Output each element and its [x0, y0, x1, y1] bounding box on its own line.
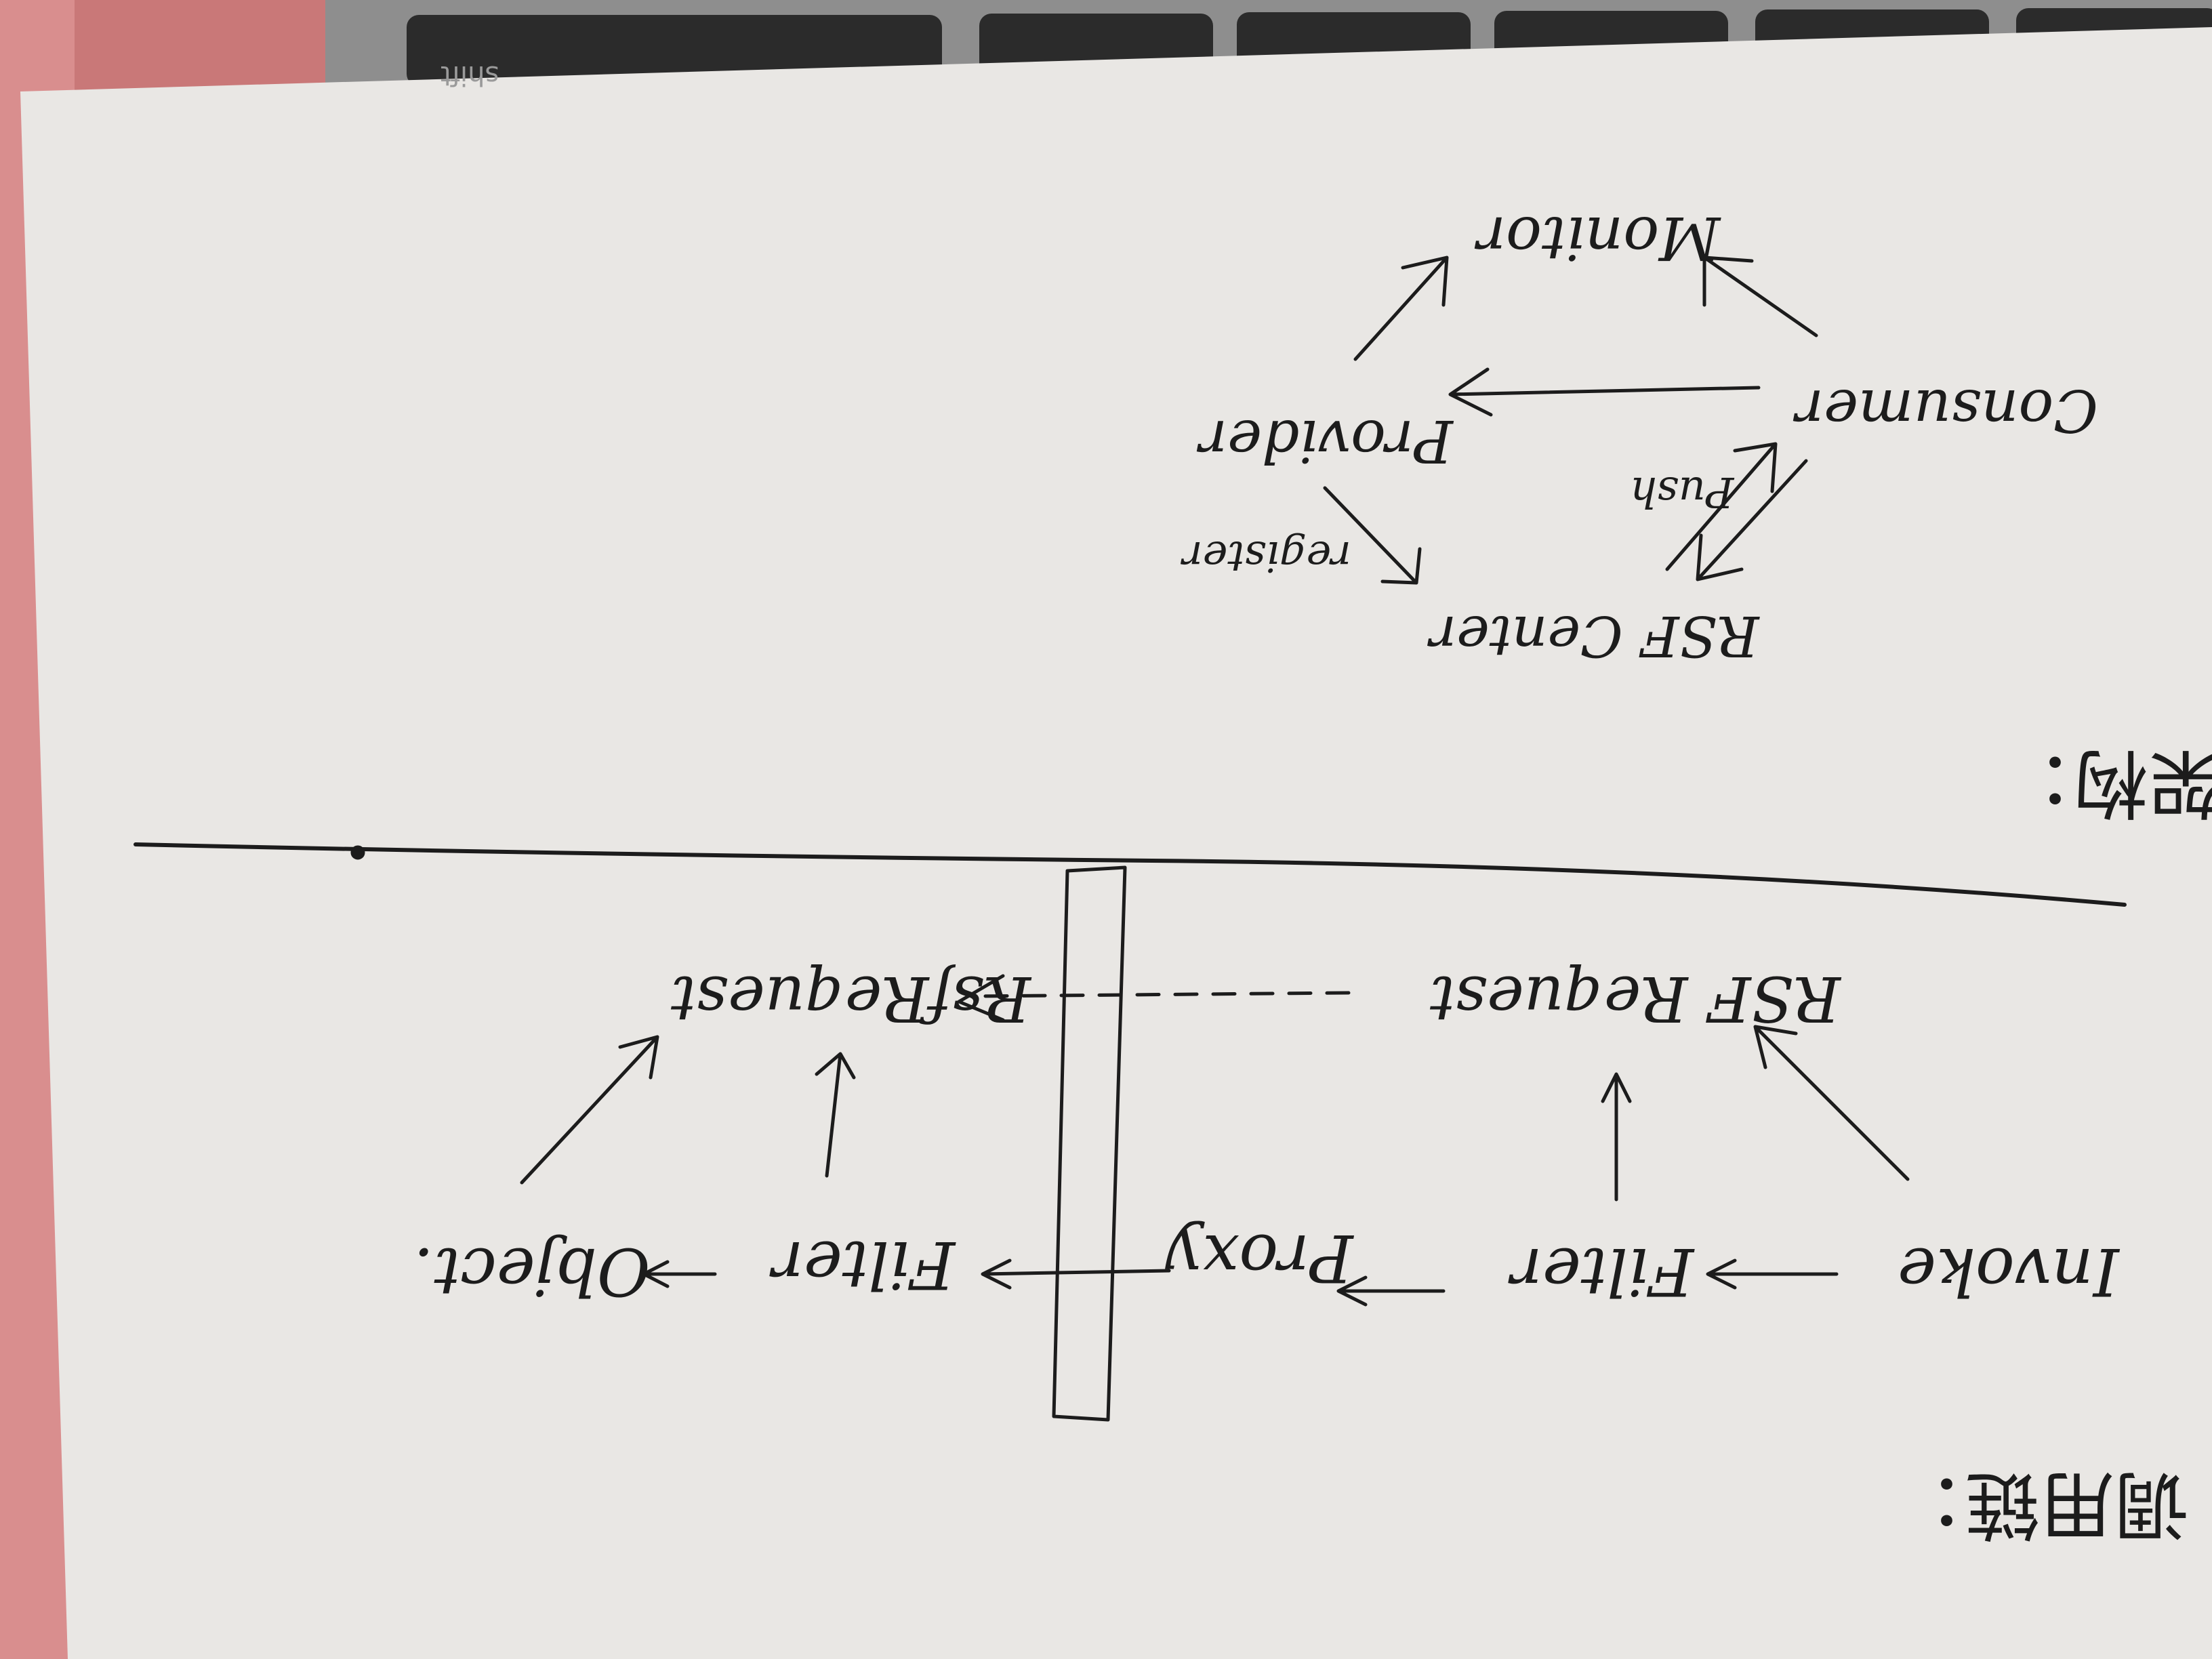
- divider-line: [134, 842, 2127, 907]
- arrow-object-to-request: [520, 1035, 659, 1185]
- arrow-consumer-to-monitor: [1702, 255, 1818, 337]
- object-label: Object.: [413, 1233, 651, 1309]
- proxy-label: Proxy: [1166, 1220, 1353, 1296]
- arrow-filter2-to-request: [815, 1052, 856, 1178]
- ink-strokes: [134, 255, 2127, 1422]
- keyboard-key: [407, 15, 942, 86]
- provider-label: Provider: [1200, 407, 1453, 474]
- arrow-filter-to-proxy: [1336, 1275, 1446, 1307]
- filter-label-left: Filter: [1511, 1233, 1694, 1309]
- register-label: register: [1183, 532, 1351, 581]
- keyboard-text: shift: [441, 60, 499, 91]
- consumer-label: Consumer: [1796, 376, 2099, 444]
- architecture-heading: 架构：: [1999, 739, 2212, 826]
- arrow-filter-to-request: [1601, 1072, 1632, 1202]
- arrow-consumer-to-center: [1696, 459, 1808, 581]
- arrow-center-to-consumer: [1665, 442, 1778, 571]
- arrow-filter-to-object: [642, 1260, 717, 1288]
- push-label: Push: [1630, 468, 1734, 517]
- paper-sheet: [20, 27, 2212, 1659]
- arrow-invoke-to-filter: [1706, 1258, 1839, 1290]
- arrow-provider-to-center: [1323, 486, 1422, 585]
- arrow-consumer-to-provider: [1448, 367, 1761, 417]
- boundary-bar: [1052, 865, 1127, 1422]
- dashed-request-link: [974, 991, 1351, 998]
- arrow-provider-to-monitor: [1353, 255, 1449, 361]
- arrow-proxy-to-filter: [981, 1258, 1171, 1290]
- ink-dot: [350, 845, 365, 860]
- call-chain-heading: 调用链：: [1891, 1461, 2189, 1548]
- arrow-invoke-to-request: [1753, 1025, 1910, 1181]
- invoke-label: Invoke: [1898, 1233, 2119, 1309]
- rsf-request-left-label: RSF Request: [1430, 962, 1841, 1035]
- rsf-request-right-label: RsfRequest: [671, 962, 1031, 1035]
- dashed-arrow-head: [957, 974, 1005, 1022]
- monitor-label: Monitor: [1477, 203, 1721, 273]
- rsf-center-label: RSF Center: [1430, 603, 1759, 668]
- filter-label-right: Filter: [773, 1227, 956, 1303]
